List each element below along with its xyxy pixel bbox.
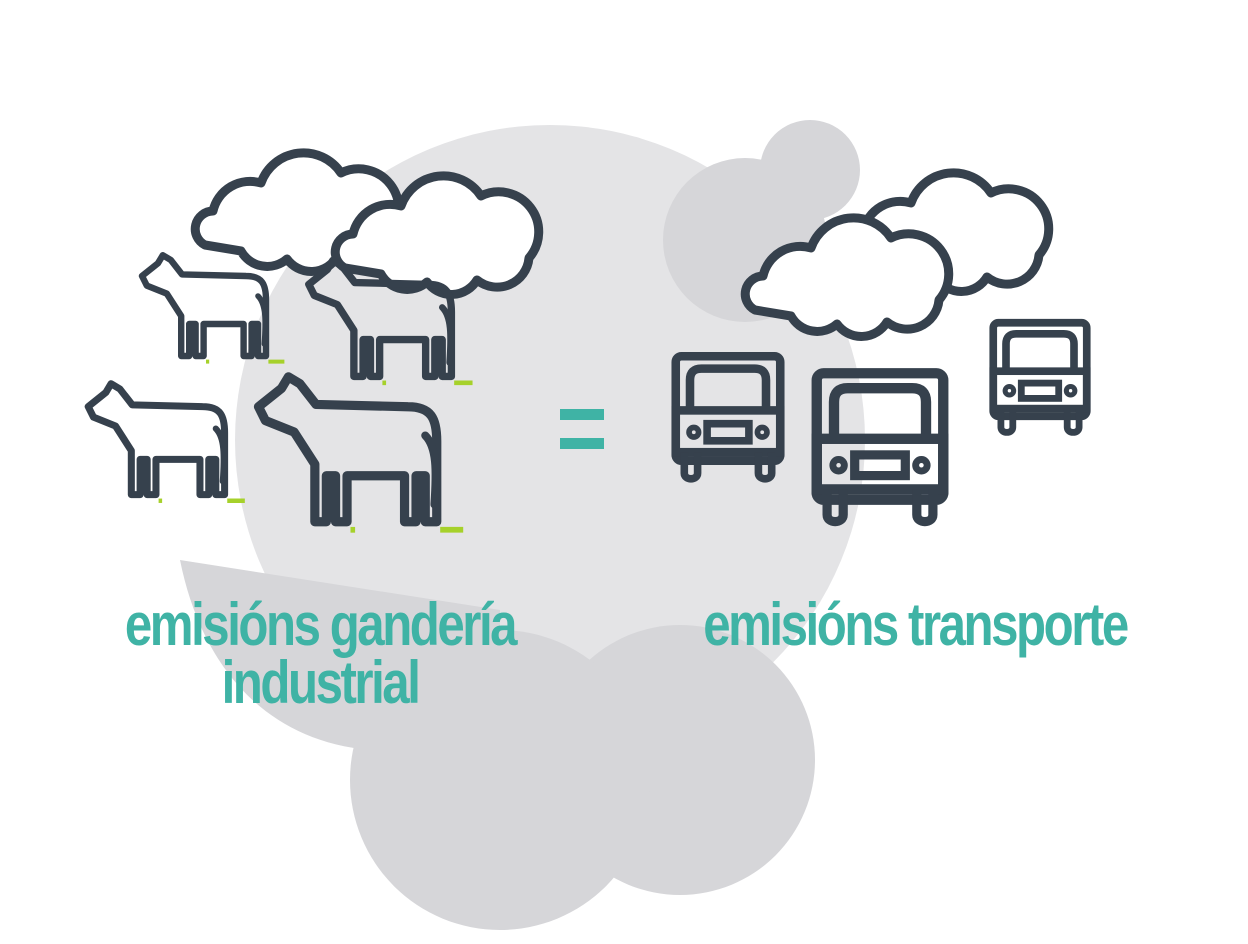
livestock-label-line1: emisións gandería [124, 591, 518, 658]
transport-label-text: emisións transporte [703, 591, 1129, 658]
livestock-label-line2: industrial [221, 649, 421, 716]
livestock-emissions-label: emisións gandería industrial [90, 591, 549, 716]
cow-icon [88, 384, 245, 501]
truck-icon [993, 323, 1087, 433]
transport-emissions-label: emisións transporte [681, 591, 1148, 658]
equals-sign [560, 409, 604, 449]
cow-icon [142, 255, 284, 361]
